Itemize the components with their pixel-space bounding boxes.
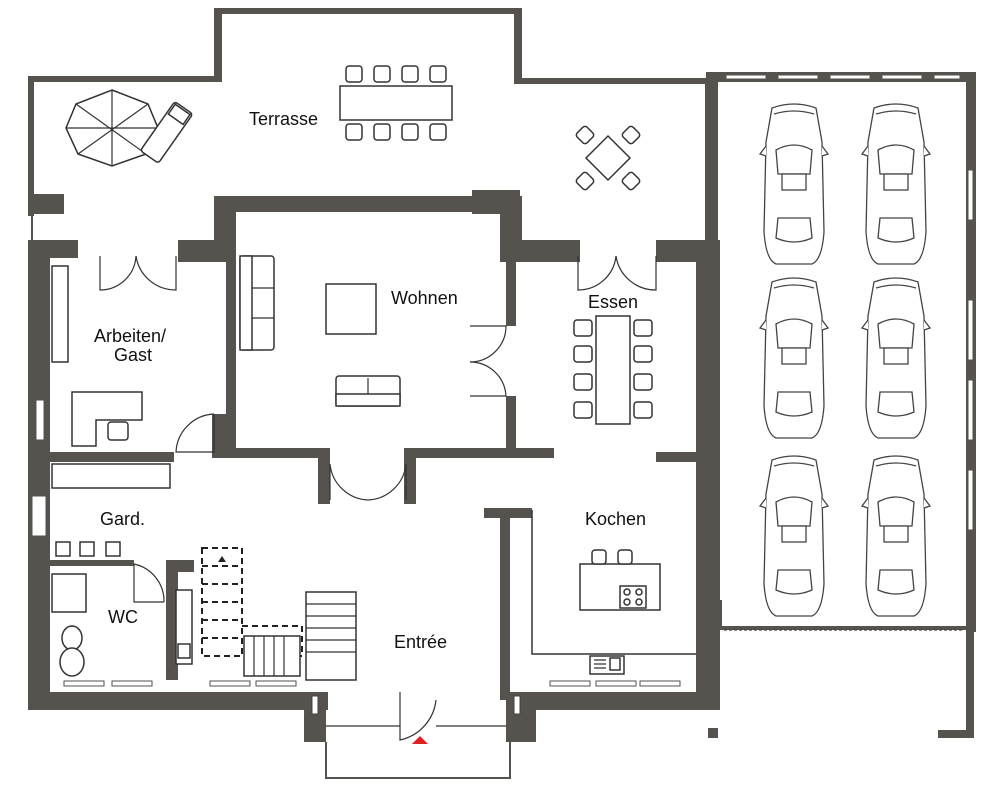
room-label-essen: Essen (588, 292, 638, 312)
shelf (51, 265, 69, 363)
entrance-arrow-icon (412, 736, 428, 744)
storage-box (105, 541, 121, 557)
chair-icon (373, 123, 391, 141)
room-label-wohnen: Wohnen (391, 288, 458, 308)
chair-icon (401, 123, 419, 141)
toilet-icon (59, 625, 85, 677)
doors (99, 255, 657, 741)
room-label-kochen: Kochen (585, 509, 646, 529)
shower (51, 573, 87, 613)
terrace-dining-set (339, 65, 453, 141)
room-label-entree: Entrée (394, 632, 447, 652)
chair-icon (373, 65, 391, 83)
chair-icon (401, 65, 419, 83)
sofa-icon (239, 255, 275, 351)
car-icon (758, 277, 830, 439)
storage-box (79, 541, 95, 557)
coffee-table-icon (325, 283, 377, 335)
sun-lounger-icon (140, 101, 193, 163)
chair-icon (345, 65, 363, 83)
stairs-icon (201, 547, 357, 681)
entrance-porch (304, 695, 536, 779)
interior-walls (44, 206, 968, 700)
chair-icon (591, 549, 607, 565)
sink-icon (589, 655, 625, 675)
terrace-bistro-set (575, 125, 641, 191)
room-label-gard: Gard. (100, 509, 145, 529)
chair-icon (429, 65, 447, 83)
wardrobe (51, 463, 171, 489)
car-icon (758, 455, 830, 617)
garage-cars (758, 103, 932, 617)
car-icon (860, 277, 932, 439)
room-label-gast: Gast (114, 345, 152, 365)
car-icon (860, 103, 932, 265)
chair-icon (345, 123, 363, 141)
chair-icon (429, 123, 447, 141)
dining-set (573, 315, 653, 425)
car-icon (860, 455, 932, 617)
parasol-icon (65, 89, 159, 167)
stove-icon (619, 585, 647, 609)
windows (31, 74, 974, 687)
sink-icon (175, 589, 193, 665)
room-label-arbeiten: Arbeiten/ (94, 326, 166, 346)
desk-icon (71, 391, 143, 447)
room-label-wc: WC (108, 607, 138, 627)
storage-box (55, 541, 71, 557)
chair-icon (617, 549, 633, 565)
sofa-icon (335, 375, 401, 407)
car-icon (758, 103, 830, 265)
room-label-terrasse: Terrasse (249, 109, 318, 129)
